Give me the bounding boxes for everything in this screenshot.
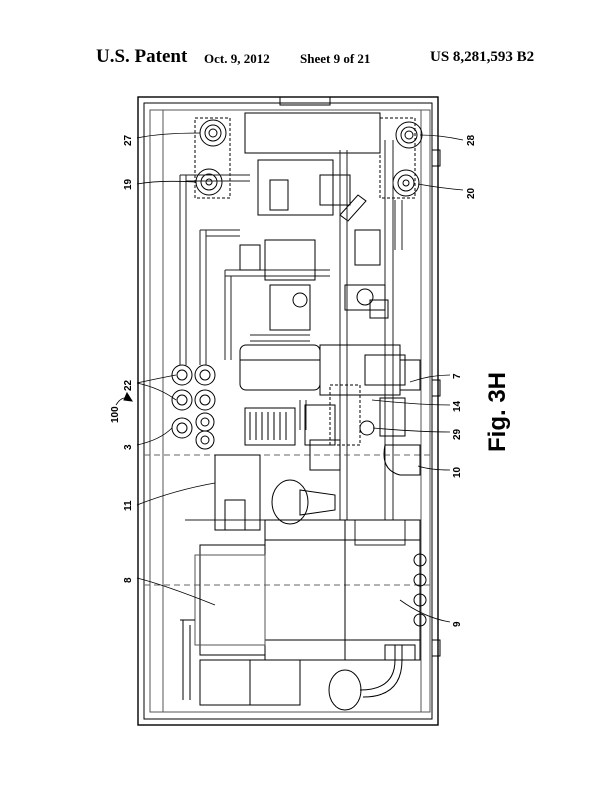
housing-frame	[137, 96, 441, 726]
label-27: 27	[123, 134, 134, 146]
label-8: 8	[123, 577, 134, 583]
label-20: 20	[466, 187, 477, 199]
patent-number: US 8,281,593 B2	[430, 49, 535, 65]
lower-equipment	[180, 454, 427, 711]
label-9: 9	[452, 621, 463, 627]
patent-title: U.S. Patent	[96, 46, 188, 67]
sheet-number: Sheet 9 of 21	[300, 51, 371, 66]
label-22: 22	[123, 379, 134, 391]
label-19: 19	[123, 178, 134, 190]
flange-group-22	[171, 364, 216, 450]
label-3: 3	[123, 444, 134, 450]
top-connection-block	[194, 112, 423, 222]
label-7: 7	[452, 373, 463, 379]
reference-numerals: 27 19 28 20 22 100 3 7 14 29 11 10 8 9 F…	[110, 134, 511, 627]
callout-100-arrow	[115, 391, 133, 406]
label-10: 10	[452, 466, 463, 478]
leader-lines	[136, 132, 464, 623]
label-14: 14	[452, 400, 463, 412]
patent-date: Oct. 9, 2012	[204, 51, 270, 66]
valve-cluster	[239, 229, 421, 476]
label-11: 11	[123, 500, 134, 511]
figure-caption: Fig. 3H	[484, 372, 511, 452]
label-100: 100	[110, 406, 121, 423]
label-29: 29	[452, 428, 463, 440]
label-28: 28	[466, 134, 477, 146]
